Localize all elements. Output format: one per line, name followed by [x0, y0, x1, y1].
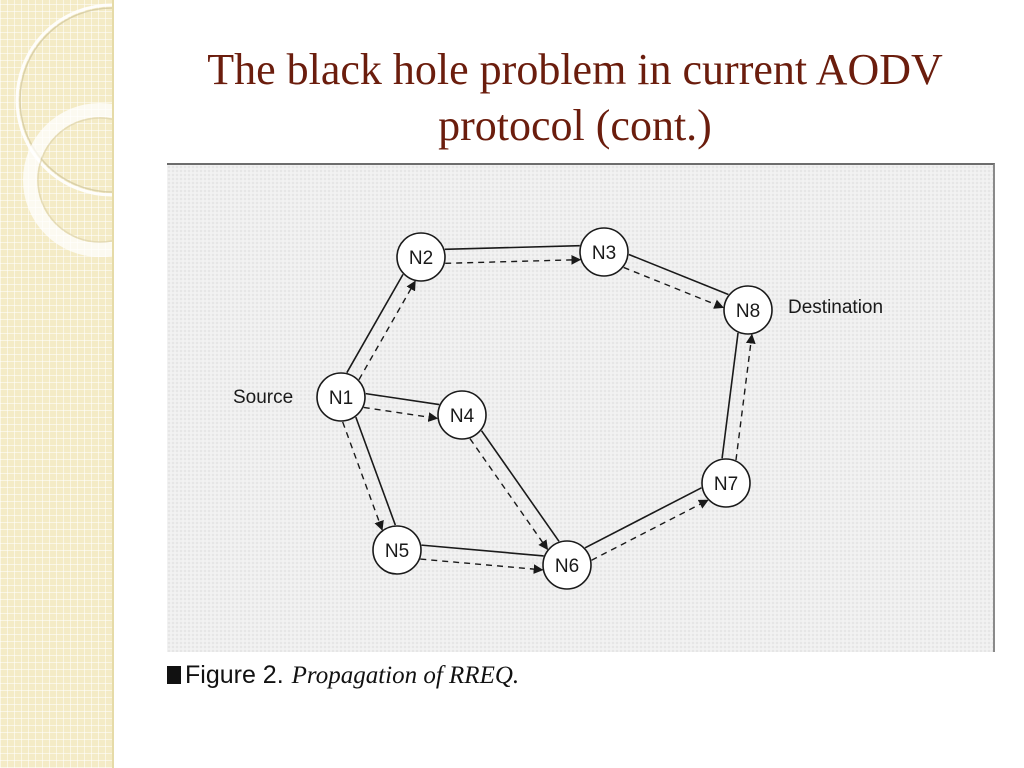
destination-label: Destination — [788, 297, 883, 318]
title-line-1: The black hole problem in current AODV — [207, 45, 943, 94]
link-N3-N8 — [623, 253, 729, 309]
node-circle — [723, 285, 773, 335]
title-line-2: protocol (cont.) — [438, 101, 712, 150]
link-solid-N3-N8 — [628, 253, 729, 296]
node-label: N5 — [385, 541, 409, 562]
rreq-arrow-N2-N3 — [445, 254, 582, 265]
caption-square-icon — [167, 666, 181, 684]
link-N1-N5 — [342, 416, 397, 531]
rreq-arrow-N1-N5 — [342, 421, 384, 531]
node-circle — [701, 458, 751, 508]
rreq-arrow-N4-N6 — [469, 438, 549, 551]
rreq-arrow-N7-N8 — [735, 333, 756, 461]
rreq-arrow-N3-N8 — [623, 266, 725, 309]
node-circle — [542, 540, 592, 590]
node-label: N1 — [329, 388, 353, 409]
caption-text: Propagation of RREQ. — [291, 662, 520, 689]
link-N1-N4 — [363, 392, 440, 422]
node-label: N3 — [592, 243, 616, 264]
node-n4: N4 — [437, 390, 487, 440]
source-label: Source — [233, 387, 293, 408]
link-solid-N1-N5 — [355, 416, 397, 526]
node-n2: N2 — [396, 232, 446, 282]
link-N1-N2 — [346, 273, 416, 380]
rreq-arrow-N1-N2 — [358, 280, 416, 380]
node-label: N4 — [450, 406, 475, 427]
node-label: N6 — [555, 556, 579, 577]
link-N7-N8 — [721, 332, 756, 461]
node-label: N8 — [736, 301, 760, 322]
link-solid-N7-N8 — [721, 332, 739, 459]
node-label: N7 — [714, 474, 738, 495]
rreq-arrow-N5-N6 — [420, 558, 544, 574]
figure-caption: Figure 2. Propagation of RREQ. — [167, 660, 519, 690]
caption-number: Figure 2. — [185, 661, 284, 689]
node-n3: N3 — [579, 227, 629, 277]
link-solid-N5-N6 — [421, 544, 544, 557]
node-circle — [437, 390, 487, 440]
node-circle — [316, 372, 366, 422]
link-N6-N7 — [584, 487, 709, 561]
link-N4-N6 — [469, 430, 560, 551]
decorative-circles — [15, 3, 112, 257]
node-n8: N8 — [723, 285, 773, 335]
node-n1: N1 — [316, 372, 366, 422]
node-n6: N6 — [542, 540, 592, 590]
link-solid-N4-N6 — [480, 430, 560, 542]
node-circle — [372, 525, 422, 575]
link-solid-N1-N2 — [346, 273, 404, 374]
slide-title: The black hole problem in current AODV p… — [150, 42, 1000, 154]
node-n7: N7 — [701, 458, 751, 508]
decorative-side-strip — [0, 0, 114, 768]
link-solid-N1-N4 — [365, 392, 440, 406]
rreq-arrow-N1-N4 — [363, 406, 439, 422]
node-circle — [396, 232, 446, 282]
node-circle — [579, 227, 629, 277]
link-N5-N6 — [420, 544, 544, 574]
rreq-arrow-N6-N7 — [591, 499, 709, 561]
link-solid-N6-N7 — [584, 487, 702, 549]
link-N2-N3 — [444, 244, 582, 265]
node-label: N2 — [409, 248, 433, 269]
link-solid-N2-N3 — [444, 244, 580, 251]
node-n5: N5 — [372, 525, 422, 575]
